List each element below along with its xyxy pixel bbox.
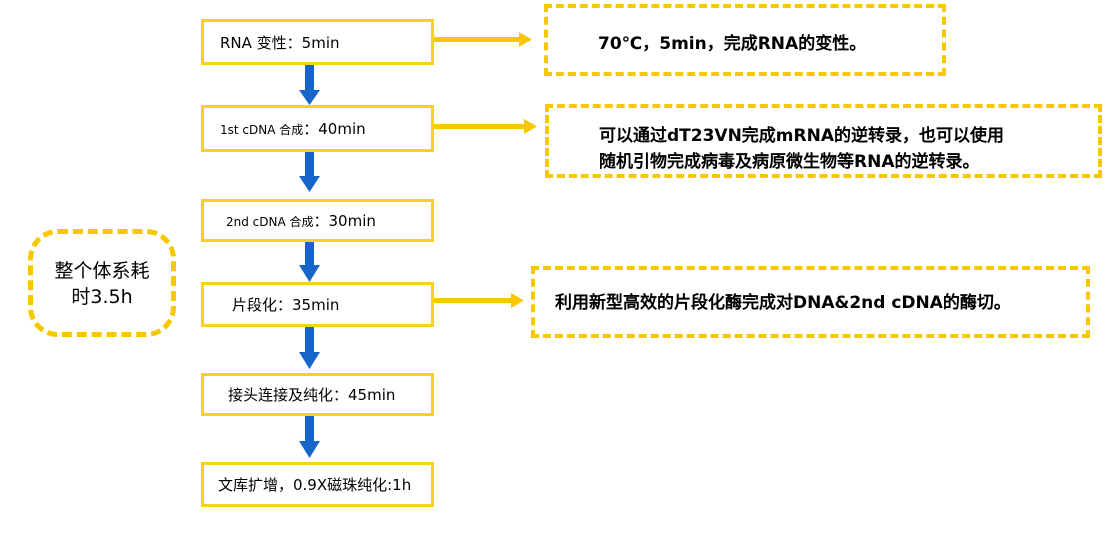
step-label: 2nd cDNA 合成：30min [204,210,376,231]
step-adapter-ligation: 接头连接及纯化：45min [201,373,434,416]
note-text: 利用新型高效的片段化酶完成对DNA&2nd cDNA的酶切。 [555,293,1011,313]
step-label: 1st cDNA 合成：40min [204,118,366,139]
step-library-amplification: 文库扩增，0.9X磁珠纯化:1h [201,462,434,507]
total-time-line-1: 整个体系耗 [54,260,150,282]
note-fragmentation: 利用新型高效的片段化酶完成对DNA&2nd cDNA的酶切。 [531,266,1090,338]
note-reverse-transcription: 可以通过dT23VN完成mRNA的逆转录，也可以使用 随机引物完成病毒及病原微生… [545,104,1102,178]
step-label-prefix: 1st cDNA 合成 [220,123,304,137]
step-rna-denature: RNA 变性：5min [201,19,434,65]
right-arrow-2 [434,119,537,134]
step-fragmentation: 片段化：35min [201,282,434,327]
step-label-suffix: ：40min [303,120,366,138]
step-label-prefix: 2nd cDNA 合成 [226,215,314,229]
down-arrow-1 [299,65,320,105]
step-label: 文库扩增，0.9X磁珠纯化:1h [218,476,412,494]
note-text-line-2: 随机引物完成病毒及病原微生物等RNA的逆转录。 [599,152,980,172]
total-time-bubble: 整个体系耗 时3.5h [28,229,176,337]
step-label-suffix: ：30min [313,212,376,230]
step-label: 片段化：35min [232,296,340,314]
right-arrow-3 [434,293,524,308]
total-time-line-2: 时3.5h [71,286,133,308]
down-arrow-3 [299,242,320,282]
note-text-line-1: 可以通过dT23VN完成mRNA的逆转录，也可以使用 [599,126,1004,146]
step-label: RNA 变性：5min [220,33,340,52]
note-denature: 70℃，5min，完成RNA的变性。 [544,4,946,76]
right-arrow-1 [434,32,532,47]
step-1st-cdna-synthesis: 1st cDNA 合成：40min [201,105,434,152]
step-2nd-cdna-synthesis: 2nd cDNA 合成：30min [201,199,434,242]
step-label: 接头连接及纯化：45min [228,386,396,404]
down-arrow-2 [299,152,320,192]
note-text: 70℃，5min，完成RNA的变性。 [598,34,867,54]
down-arrow-4 [299,327,320,369]
down-arrow-5 [299,416,320,458]
